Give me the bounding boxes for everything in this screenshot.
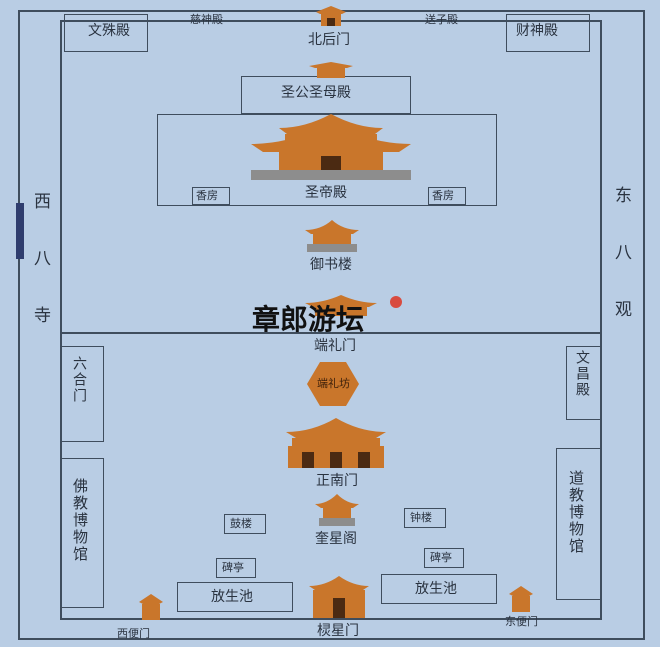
shengmu-hall-icon [309, 62, 353, 78]
shengdi-hall-icon [251, 114, 411, 180]
shengdi-hall-label: 圣帝殿 [305, 185, 347, 201]
wenshu-hall-label: 文殊殿 [88, 23, 130, 39]
east-small-gate-label: 东便门 [505, 615, 538, 628]
liuqing-label: 六合门 [71, 356, 87, 404]
xiangfang-left-label: 香房 [196, 189, 218, 202]
west-label: 西八寺 [30, 192, 50, 363]
pond-right-label: 放生池 [415, 581, 457, 597]
north-gate-icon [316, 6, 346, 26]
zhonglou-box [404, 508, 446, 528]
west-plaque [16, 203, 24, 259]
east-label: 东八观 [611, 186, 631, 357]
middle-gate-label: 端礼门 [314, 338, 356, 354]
west-small-gate-icon [139, 594, 163, 620]
pond-left-box [177, 582, 293, 612]
top-left-small-label: 慈神殿 [190, 13, 223, 26]
south-main-gate-label: 棂星门 [317, 623, 359, 639]
fo-museum-label: 佛教博物馆 [71, 478, 89, 563]
north-gate-label: 北后门 [308, 32, 350, 48]
liuqing-box [60, 346, 104, 442]
yushu-tower-icon [305, 220, 359, 252]
watermark-seal [390, 296, 402, 308]
top-right-small-label: 送子殿 [425, 13, 458, 26]
wenchang-label: 文昌殿 [574, 350, 590, 398]
caishen-hall-box [506, 14, 590, 52]
south-inner-gate-icon [286, 418, 386, 468]
dao-museum-label: 道教博物馆 [567, 470, 585, 555]
xiangfang-left-box [192, 187, 230, 205]
shengmu-hall-label: 圣公圣母殿 [281, 85, 351, 101]
kuixing-pavilion-icon [315, 494, 359, 526]
gulou-label: 鼓楼 [230, 517, 252, 530]
pond-right-box [381, 574, 497, 604]
caishen-hall-label: 财神殿 [516, 23, 558, 39]
yushu-tower-label: 御书楼 [310, 257, 352, 273]
dao-museum-box [556, 448, 602, 600]
wenshu-hall-box [64, 14, 148, 52]
pond-left-label: 放生池 [211, 589, 253, 605]
fo-museum-box [60, 458, 104, 608]
zhonglou-label: 钟楼 [410, 511, 432, 524]
pavilion-right-label: 碑亭 [430, 551, 452, 564]
south-main-gate-icon [309, 576, 369, 618]
shengdi-courtyard [157, 114, 497, 206]
south-inner-gate-label: 正南门 [316, 473, 358, 489]
gulou-box [224, 514, 266, 534]
kuixing-pavilion-label: 奎星阁 [315, 531, 357, 547]
middle-gate-icon [305, 295, 377, 316]
east-small-gate-icon [509, 586, 533, 612]
pavilion-right-box [424, 548, 464, 568]
pavilion-left-box [216, 558, 256, 578]
wenchang-box [566, 346, 602, 420]
center-seal-label: 端礼坊 [317, 377, 350, 390]
middle-courtyard-line [60, 332, 602, 334]
xiangfang-right-box [428, 187, 466, 205]
west-small-gate-label: 西便门 [117, 627, 150, 640]
pavilion-left-label: 碑亭 [222, 561, 244, 574]
watermark-text: 章郎游坛 [252, 303, 365, 336]
xiangfang-right-label: 香房 [432, 189, 454, 202]
